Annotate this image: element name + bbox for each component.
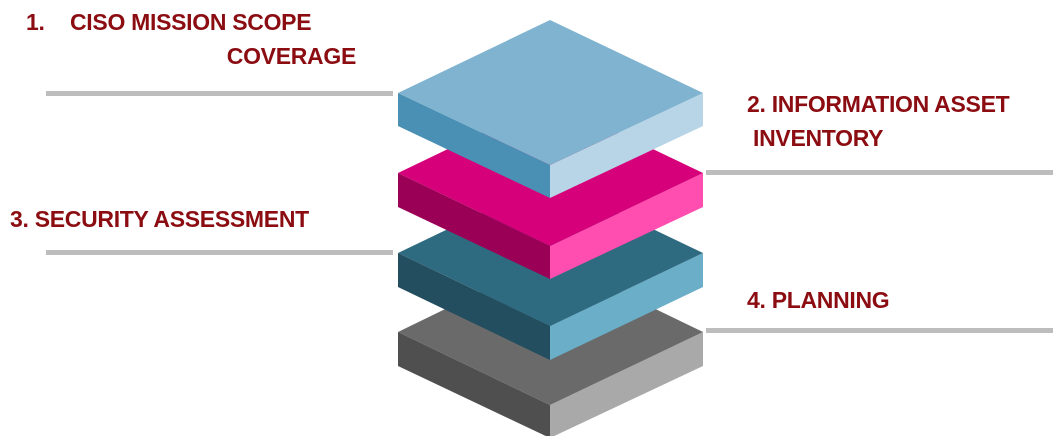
step-1-number: 1. bbox=[26, 9, 45, 35]
step-1-title-line-1: CISO MISSION SCOPE bbox=[70, 9, 312, 35]
step-1-title-line-2: COVERAGE bbox=[226, 43, 357, 69]
step-4-title-line-1: PLANNING bbox=[771, 287, 890, 313]
step-3-label: 3. SECURITY ASSESSMENT bbox=[10, 202, 370, 236]
step-4-number: 4. bbox=[747, 287, 766, 313]
step-1-line-1: 1. CISO MISSION SCOPE bbox=[26, 5, 356, 39]
step-3-title-line-1: SECURITY ASSESSMENT bbox=[34, 206, 309, 232]
step-4-line-1: 4. PLANNING bbox=[747, 283, 1047, 317]
connector-line-2 bbox=[706, 170, 1053, 175]
step-2-line-1: 2. INFORMATION ASSET bbox=[747, 87, 1063, 121]
step-2-label: 2. INFORMATION ASSET INVENTORY bbox=[747, 87, 1063, 155]
step-2-title-line-2: INVENTORY bbox=[753, 125, 884, 151]
step-2-title-line-1: INFORMATION ASSET bbox=[771, 91, 1010, 117]
step-3-line-1: 3. SECURITY ASSESSMENT bbox=[10, 202, 370, 236]
layer-1-ciso-mission-scope bbox=[398, 20, 703, 198]
step-1-label: 1. CISO MISSION SCOPE COVERAGE bbox=[26, 5, 356, 73]
connector-line-4 bbox=[706, 328, 1053, 333]
step-3-number: 3. bbox=[10, 206, 29, 232]
step-4-label: 4. PLANNING bbox=[747, 283, 1047, 317]
connector-line-3 bbox=[46, 250, 393, 255]
step-2-number: 2. bbox=[747, 91, 766, 117]
connector-line-1 bbox=[46, 91, 393, 96]
